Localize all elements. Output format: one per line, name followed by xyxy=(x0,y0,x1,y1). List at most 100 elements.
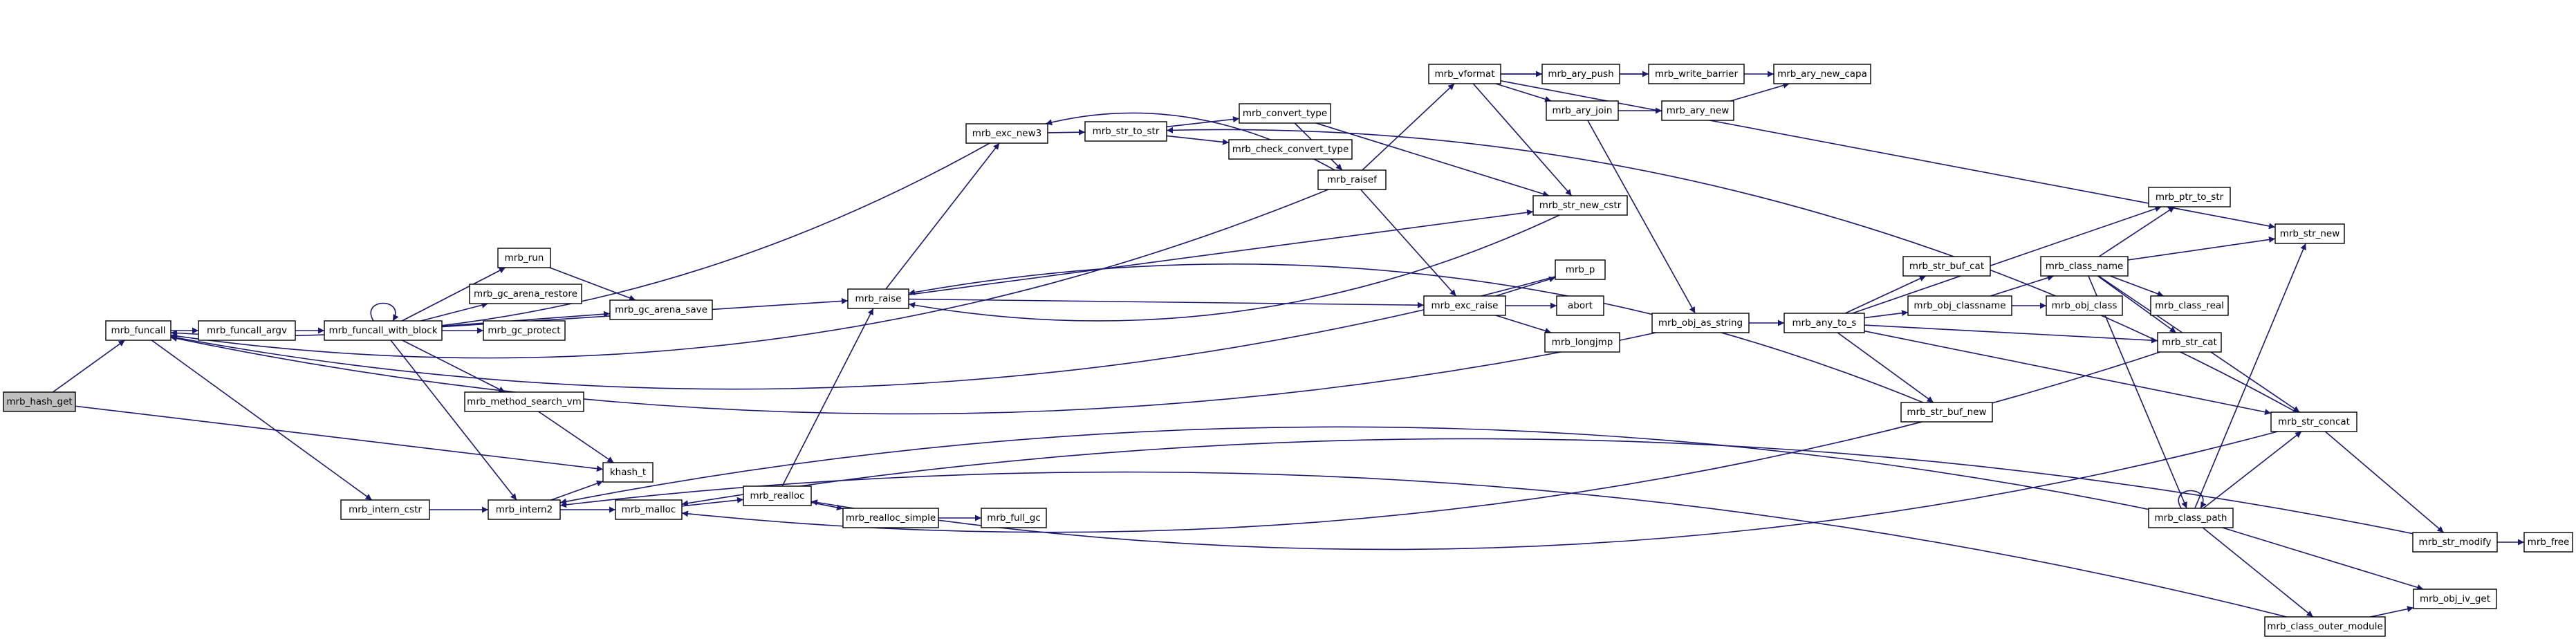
node-box xyxy=(1661,100,1734,121)
node-khash_t[interactable]: khash_t xyxy=(602,462,654,483)
node-mrb_convert_type[interactable]: mrb_convert_type xyxy=(1239,103,1331,124)
edge-mrb_any_to_s-to-mrb_obj_classname xyxy=(1864,310,1909,319)
node-mrb_ary_new[interactable]: mrb_ary_new xyxy=(1661,100,1734,121)
edge-mrb_class_name-to-mrb_str_new xyxy=(2127,237,2276,261)
edge-mrb_funcall_with_block-to-mrb_method_search_vm xyxy=(402,340,506,393)
node-mrb_obj_classname[interactable]: mrb_obj_classname xyxy=(1907,295,2012,316)
edge-mrb_any_to_s-to-mrb_str_cat xyxy=(1864,324,2158,344)
node-label: mrb_str_buf_new xyxy=(1907,407,1986,418)
node-mrb_class_real[interactable]: mrb_class_real xyxy=(2150,295,2229,316)
node-mrb_gc_arena_restore[interactable]: mrb_gc_arena_restore xyxy=(469,284,582,304)
edge-mrb_class_path-to-mrb_intern2 xyxy=(559,426,2149,510)
node-mrb_hash_get[interactable]: mrb_hash_get xyxy=(3,391,76,412)
node-box xyxy=(1228,139,1353,160)
node-mrb_obj_iv_get[interactable]: mrb_obj_iv_get xyxy=(2413,589,2497,609)
node-mrb_str_new[interactable]: mrb_str_new xyxy=(2274,223,2345,244)
node-mrb_str_buf_new[interactable]: mrb_str_buf_new xyxy=(1900,402,1993,423)
node-mrb_write_barrier[interactable]: mrb_write_barrier xyxy=(1648,64,1745,84)
node-label: mrb_check_convert_type xyxy=(1232,144,1349,155)
node-mrb_gc_protect[interactable]: mrb_gc_protect xyxy=(483,320,566,341)
node-label: mrb_vformat xyxy=(1434,68,1494,80)
node-box xyxy=(2150,295,2229,316)
node-box xyxy=(1544,332,1620,353)
node-mrb_obj_as_string[interactable]: mrb_obj_as_string xyxy=(1651,313,1750,333)
edge-mrb_class_name-to-mrb_str_cat xyxy=(2097,275,2177,333)
node-mrb_ary_join[interactable]: mrb_ary_join xyxy=(1546,100,1619,121)
node-mrb_intern_cstr[interactable]: mrb_intern_cstr xyxy=(340,499,430,520)
node-label: mrb_obj_classname xyxy=(1914,300,2005,311)
node-box xyxy=(1428,64,1501,84)
node-label: mrb_str_concat xyxy=(2278,416,2350,427)
edge-mrb_vformat-to-mrb_str_new xyxy=(1500,80,2276,230)
node-label: mrb_realloc xyxy=(750,490,804,501)
node-label: mrb_ary_new_capa xyxy=(1777,68,1867,80)
edge-mrb_class_name-to-mrb_class_real xyxy=(2110,275,2164,297)
node-mrb_any_to_s[interactable]: mrb_any_to_s xyxy=(1783,313,1865,333)
edge-mrb_method_search_vm-to-khash_t xyxy=(538,411,614,463)
node-mrb_class_path[interactable]: mrb_class_path xyxy=(2148,508,2234,528)
node-label: mrb_intern_cstr xyxy=(349,504,422,515)
edge-mrb_intern2-to-khash_t xyxy=(550,480,604,501)
node-mrb_realloc[interactable]: mrb_realloc xyxy=(743,485,812,506)
node-label: mrb_str_new xyxy=(2280,228,2340,239)
node-mrb_full_gc[interactable]: mrb_full_gc xyxy=(981,508,1047,528)
node-mrb_class_name[interactable]: mrb_class_name xyxy=(2040,256,2129,277)
node-box xyxy=(469,284,582,304)
node-mrb_raise[interactable]: mrb_raise xyxy=(847,288,909,309)
node-mrb_str_modify[interactable]: mrb_str_modify xyxy=(2412,532,2498,553)
node-label: mrb_run xyxy=(505,252,544,263)
node-mrb_realloc_simple[interactable]: mrb_realloc_simple xyxy=(842,508,939,528)
node-mrb_funcall_argv[interactable]: mrb_funcall_argv xyxy=(198,320,296,341)
node-box xyxy=(464,391,584,412)
node-mrb_funcall_with_block[interactable]: mrb_funcall_with_block xyxy=(324,320,443,341)
node-box xyxy=(2264,616,2386,637)
node-mrb_gc_arena_save[interactable]: mrb_gc_arena_save xyxy=(609,299,713,320)
edge-mrb_funcall_with_block-to-mrb_funcall_with_block xyxy=(370,302,399,322)
node-mrb_run[interactable]: mrb_run xyxy=(497,248,551,268)
node-mrb_exc_new3[interactable]: mrb_exc_new3 xyxy=(965,123,1048,144)
node-box xyxy=(615,499,683,520)
node-mrb_exc_raise[interactable]: mrb_exc_raise xyxy=(1423,295,1506,316)
node-box xyxy=(847,288,909,309)
node-mrb_str_new_cstr[interactable]: mrb_str_new_cstr xyxy=(1532,195,1628,216)
node-mrb_ary_new_capa[interactable]: mrb_ary_new_capa xyxy=(1773,64,1871,84)
node-mrb_obj_class[interactable]: mrb_obj_class xyxy=(2046,295,2123,316)
node-mrb_raisef[interactable]: mrb_raisef xyxy=(1317,169,1387,190)
edge-mrb_raisef-to-mrb_exc_raise xyxy=(1360,189,1457,297)
edge-mrb_any_to_s-to-mrb_str_buf_cat xyxy=(1844,275,1927,314)
node-mrb_class_outer_module[interactable]: mrb_class_outer_module xyxy=(2264,616,2386,637)
node-mrb_p[interactable]: mrb_p xyxy=(1555,259,1606,280)
edge-mrb_obj_as_string-to-mrb_funcall xyxy=(170,332,1656,415)
node-mrb_intern2[interactable]: mrb_intern2 xyxy=(488,499,561,520)
node-mrb_str_cat[interactable]: mrb_str_cat xyxy=(2157,332,2222,353)
edge-mrb_class_path-to-mrb_class_outer_module xyxy=(2202,527,2314,618)
edge-mrb_raise-to-mrb_exc_new3 xyxy=(885,142,1000,290)
node-box xyxy=(1648,64,1745,84)
node-mrb_longjmp[interactable]: mrb_longjmp xyxy=(1544,332,1620,353)
node-box xyxy=(743,485,812,506)
node-mrb_ptr_to_str[interactable]: mrb_ptr_to_str xyxy=(2148,187,2231,207)
node-mrb_str_to_str[interactable]: mrb_str_to_str xyxy=(1084,121,1167,142)
node-mrb_ary_push[interactable]: mrb_ary_push xyxy=(1541,64,1620,84)
node-mrb_funcall[interactable]: mrb_funcall xyxy=(105,320,172,341)
node-box xyxy=(1907,295,2012,316)
node-mrb_check_convert_type[interactable]: mrb_check_convert_type xyxy=(1228,139,1353,160)
node-mrb_free[interactable]: mrb_free xyxy=(2523,532,2573,553)
node-label: mrb_write_barrier xyxy=(1655,68,1738,80)
node-mrb_method_search_vm[interactable]: mrb_method_search_vm xyxy=(464,391,584,412)
node-box xyxy=(981,508,1047,528)
node-mrb_malloc[interactable]: mrb_malloc xyxy=(615,499,683,520)
node-mrb_str_buf_cat[interactable]: mrb_str_buf_cat xyxy=(1902,256,1991,277)
edge-mrb_run-to-mrb_gc_arena_save xyxy=(549,267,636,302)
node-mrb_str_concat[interactable]: mrb_str_concat xyxy=(2270,411,2357,432)
node-box xyxy=(2148,508,2234,528)
node-mrb_vformat[interactable]: mrb_vformat xyxy=(1428,64,1501,84)
node-box xyxy=(2040,256,2129,277)
node-box xyxy=(1900,402,1993,423)
node-box xyxy=(198,320,296,341)
node-box xyxy=(483,320,566,341)
node-label: mrb_raisef xyxy=(1327,174,1378,185)
node-box xyxy=(488,499,561,520)
node-abort[interactable]: abort xyxy=(1556,295,1604,316)
